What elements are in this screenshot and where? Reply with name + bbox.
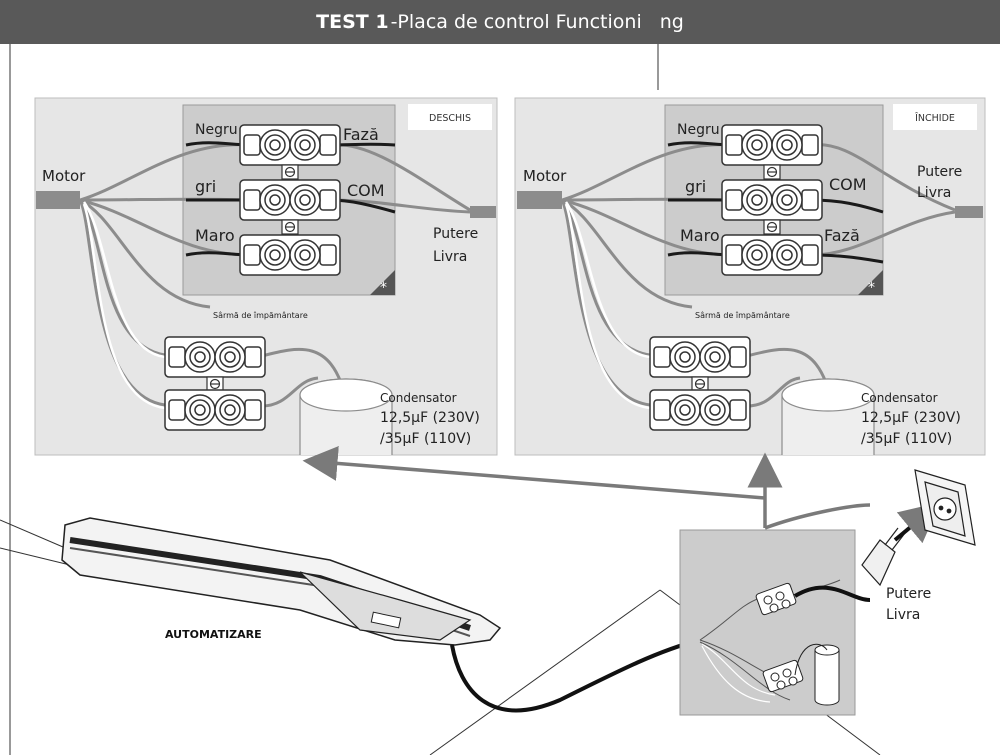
panel-close-star: *	[868, 280, 875, 296]
panel-open-wire-grey-label: gri	[195, 177, 216, 196]
panel-open-corner	[370, 270, 395, 295]
panel-close-tag: ÎNCHIDE	[914, 112, 955, 124]
panel-close-wire-grey-label: gri	[685, 177, 706, 196]
panel-open-white-wires	[82, 201, 166, 410]
scene-power-label-1: Putere	[886, 586, 931, 602]
panel-open-capacitor-label-3: /35μF (110V)	[380, 431, 471, 447]
panel-open-tag: DESCHIS	[429, 113, 471, 124]
panel-open-ground-label: Sârmă de împământare	[213, 311, 308, 320]
panel-close-ground-label: Sârmă de împământare	[695, 311, 790, 320]
title-bold: TEST 1	[316, 11, 389, 33]
panel-close-power-plug	[955, 206, 983, 218]
panel-open-motor-plug	[36, 191, 80, 209]
arrow-to-open-panel	[302, 445, 766, 500]
title-text: -Placa de control Functioni	[390, 11, 642, 33]
panel-open-star: *	[380, 280, 387, 296]
actuator-cable	[450, 638, 701, 713]
panel-open-wire-brown-label: Maro	[195, 226, 235, 245]
panel-open: DESCHIS *	[34, 97, 498, 456]
panel-close-wire-brown-label: Maro	[680, 226, 720, 245]
arrow-branch-line	[764, 503, 871, 530]
panel-close-power-label-1: Putere	[917, 164, 962, 180]
power-cable	[793, 585, 871, 602]
panel-close-capacitor-label-2: 12,5μF (230V)	[861, 410, 961, 426]
plug-arrow	[893, 502, 941, 544]
junction-box	[679, 529, 856, 716]
panel-open-terminal-mid-label: COM	[347, 181, 385, 200]
panel-close-terminal-mid-label: COM	[829, 175, 867, 194]
panel-close: ÎNCHIDE *	[514, 97, 986, 456]
panel-close-tag-box	[893, 104, 977, 130]
panel-close-capacitor-label-3: /35μF (110V)	[861, 431, 952, 447]
title-bar: TEST 1-Placa de control Functioni ng	[0, 0, 1000, 44]
panel-open-motor-label: Motor	[42, 167, 86, 185]
panel-close-white-wires	[564, 201, 651, 410]
scene-power-label-2: Livra	[886, 607, 920, 623]
panel-close-terminal-bot-label: Fază	[824, 226, 860, 245]
panel-close-grey-wires	[560, 143, 956, 408]
panel-open-wire-black-label: Negru	[195, 122, 238, 138]
panel-open-terminal-top-label: Fază	[343, 125, 379, 144]
wall-socket	[914, 469, 976, 546]
panel-open-power-label-1: Putere	[433, 226, 478, 242]
panel-open-power-label-2: Livra	[433, 249, 467, 265]
title-tail: ng	[659, 11, 684, 33]
gate-actuator	[61, 517, 502, 646]
panel-close-motor-plug	[517, 191, 562, 209]
automation-label: AUTOMATIZARE	[165, 628, 262, 641]
panel-close-capacitor-label-1: Condensator	[861, 391, 938, 405]
panel-open-power-plug	[470, 206, 496, 218]
panel-open-capacitor-label-1: Condensator	[380, 391, 457, 405]
callout-arrows	[302, 445, 871, 530]
panel-close-motor-label: Motor	[523, 167, 567, 185]
panel-open-tag-box	[408, 104, 492, 130]
panel-close-wire-black-label: Negru	[677, 122, 720, 138]
panel-open-capacitor-label-2: 12,5μF (230V)	[380, 410, 480, 426]
panel-close-corner	[858, 270, 883, 295]
panel-close-power-label-2: Livra	[917, 185, 951, 201]
